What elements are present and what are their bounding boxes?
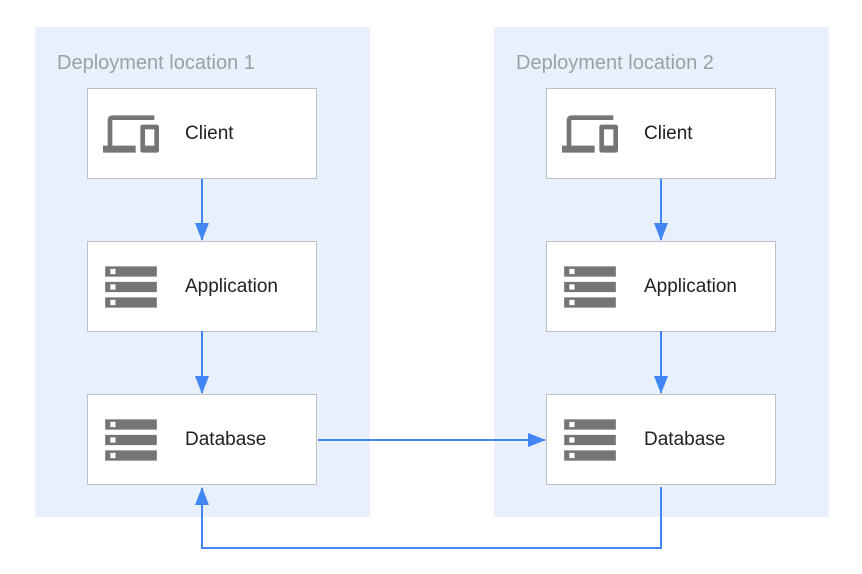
storage-icon [100,409,162,471]
storage-icon [559,409,621,471]
panel-title: Deployment location 1 [57,52,255,74]
storage-icon [559,256,621,318]
devices-icon [100,103,162,165]
panel-title: Deployment location 2 [516,52,714,74]
node-application-1: Application [87,241,317,332]
node-label: Client [185,122,234,144]
devices-icon [559,103,621,165]
node-label: Application [644,275,737,297]
panel-deployment-location-2: Deployment location 2 Client Application [494,27,829,517]
node-label: Application [185,275,278,297]
node-client-1: Client [87,88,317,179]
node-database-2: Database [546,394,776,485]
node-label: Client [644,122,693,144]
panel-deployment-location-1: Deployment location 1 Client Application [35,27,370,517]
node-client-2: Client [546,88,776,179]
node-application-2: Application [546,241,776,332]
node-label: Database [644,428,726,450]
node-label: Database [185,428,267,450]
node-database-1: Database [87,394,317,485]
storage-icon [100,256,162,318]
